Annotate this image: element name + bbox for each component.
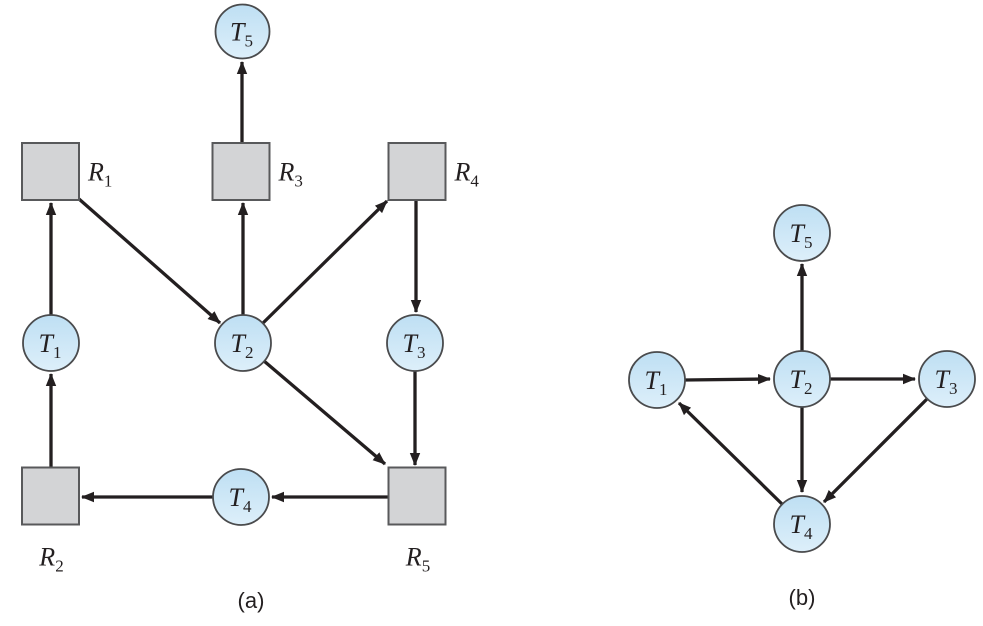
edge-b-T3-to-T4 [822, 397, 929, 504]
process-circle-b-T4 [773, 495, 831, 553]
process-node-a-T3: T3 [386, 314, 444, 372]
resource-square-a-R2 [21, 466, 80, 526]
node-label-b-T4: T4 [790, 510, 813, 543]
edge-b-T1-to-T2 [684, 373, 771, 385]
resource-node-a-R5: R5 [387, 466, 447, 576]
edge-a-T2-to-R5 [262, 359, 387, 466]
process-circle-a-T1 [22, 314, 80, 372]
node-label-a-R4: R4 [454, 158, 480, 191]
process-circle-b-T3 [918, 350, 976, 408]
resource-square-a-R4 [387, 142, 447, 201]
panel-caption-a: (a) [238, 588, 265, 613]
resource-square-a-R3 [211, 142, 271, 201]
process-circle-a-T5 [214, 3, 271, 60]
process-circle-b-T2 [773, 350, 831, 408]
process-node-b-T1: T1 [628, 351, 686, 409]
process-node-a-T2: T2 [214, 314, 272, 372]
process-node-b-T4: T4 [773, 495, 831, 553]
node-label-a-T4: T4 [229, 483, 252, 516]
edge-a-R1-to-T2 [77, 197, 222, 325]
node-label-b-T2: T2 [790, 365, 813, 398]
process-node-b-T3: T3 [918, 350, 976, 408]
panel-caption-b: (b) [789, 585, 816, 610]
process-circle-a-T2 [214, 314, 272, 372]
node-label-b-T3: T3 [935, 365, 958, 398]
node-label-a-R3: R3 [278, 158, 303, 191]
node-label-a-T1: T1 [39, 329, 62, 362]
process-node-a-T1: T1 [22, 314, 80, 372]
node-label-a-T2: T2 [231, 329, 254, 362]
node-label-b-T1: T1 [645, 366, 668, 399]
resource-node-a-R2: R2 [21, 466, 80, 576]
resource-node-a-R1: R1 [21, 142, 112, 201]
node-label-b-T5: T5 [790, 219, 813, 252]
process-circle-a-T4 [212, 468, 270, 526]
process-circle-a-T3 [386, 314, 444, 372]
node-label-a-R1: R1 [87, 158, 112, 191]
resource-node-a-R4: R4 [387, 142, 480, 201]
edge-b-T4-to-T1 [677, 401, 784, 506]
resource-square-a-R5 [387, 466, 447, 526]
process-circle-b-T1 [628, 351, 686, 409]
process-circle-b-T5 [773, 204, 831, 262]
process-node-a-T5: T5 [214, 3, 271, 60]
process-node-b-T2: T2 [773, 350, 831, 408]
resource-node-a-R3: R3 [211, 142, 303, 201]
node-label-a-T3: T3 [403, 329, 426, 362]
node-label-a-R5: R5 [405, 543, 430, 576]
resource-square-a-R1 [21, 142, 80, 201]
process-node-b-T5: T5 [773, 204, 831, 262]
node-label-a-T5: T5 [230, 18, 253, 51]
node-label-a-R2: R2 [38, 543, 63, 576]
process-node-a-T4: T4 [212, 468, 270, 526]
edge-a-T2-to-R4 [261, 199, 389, 325]
